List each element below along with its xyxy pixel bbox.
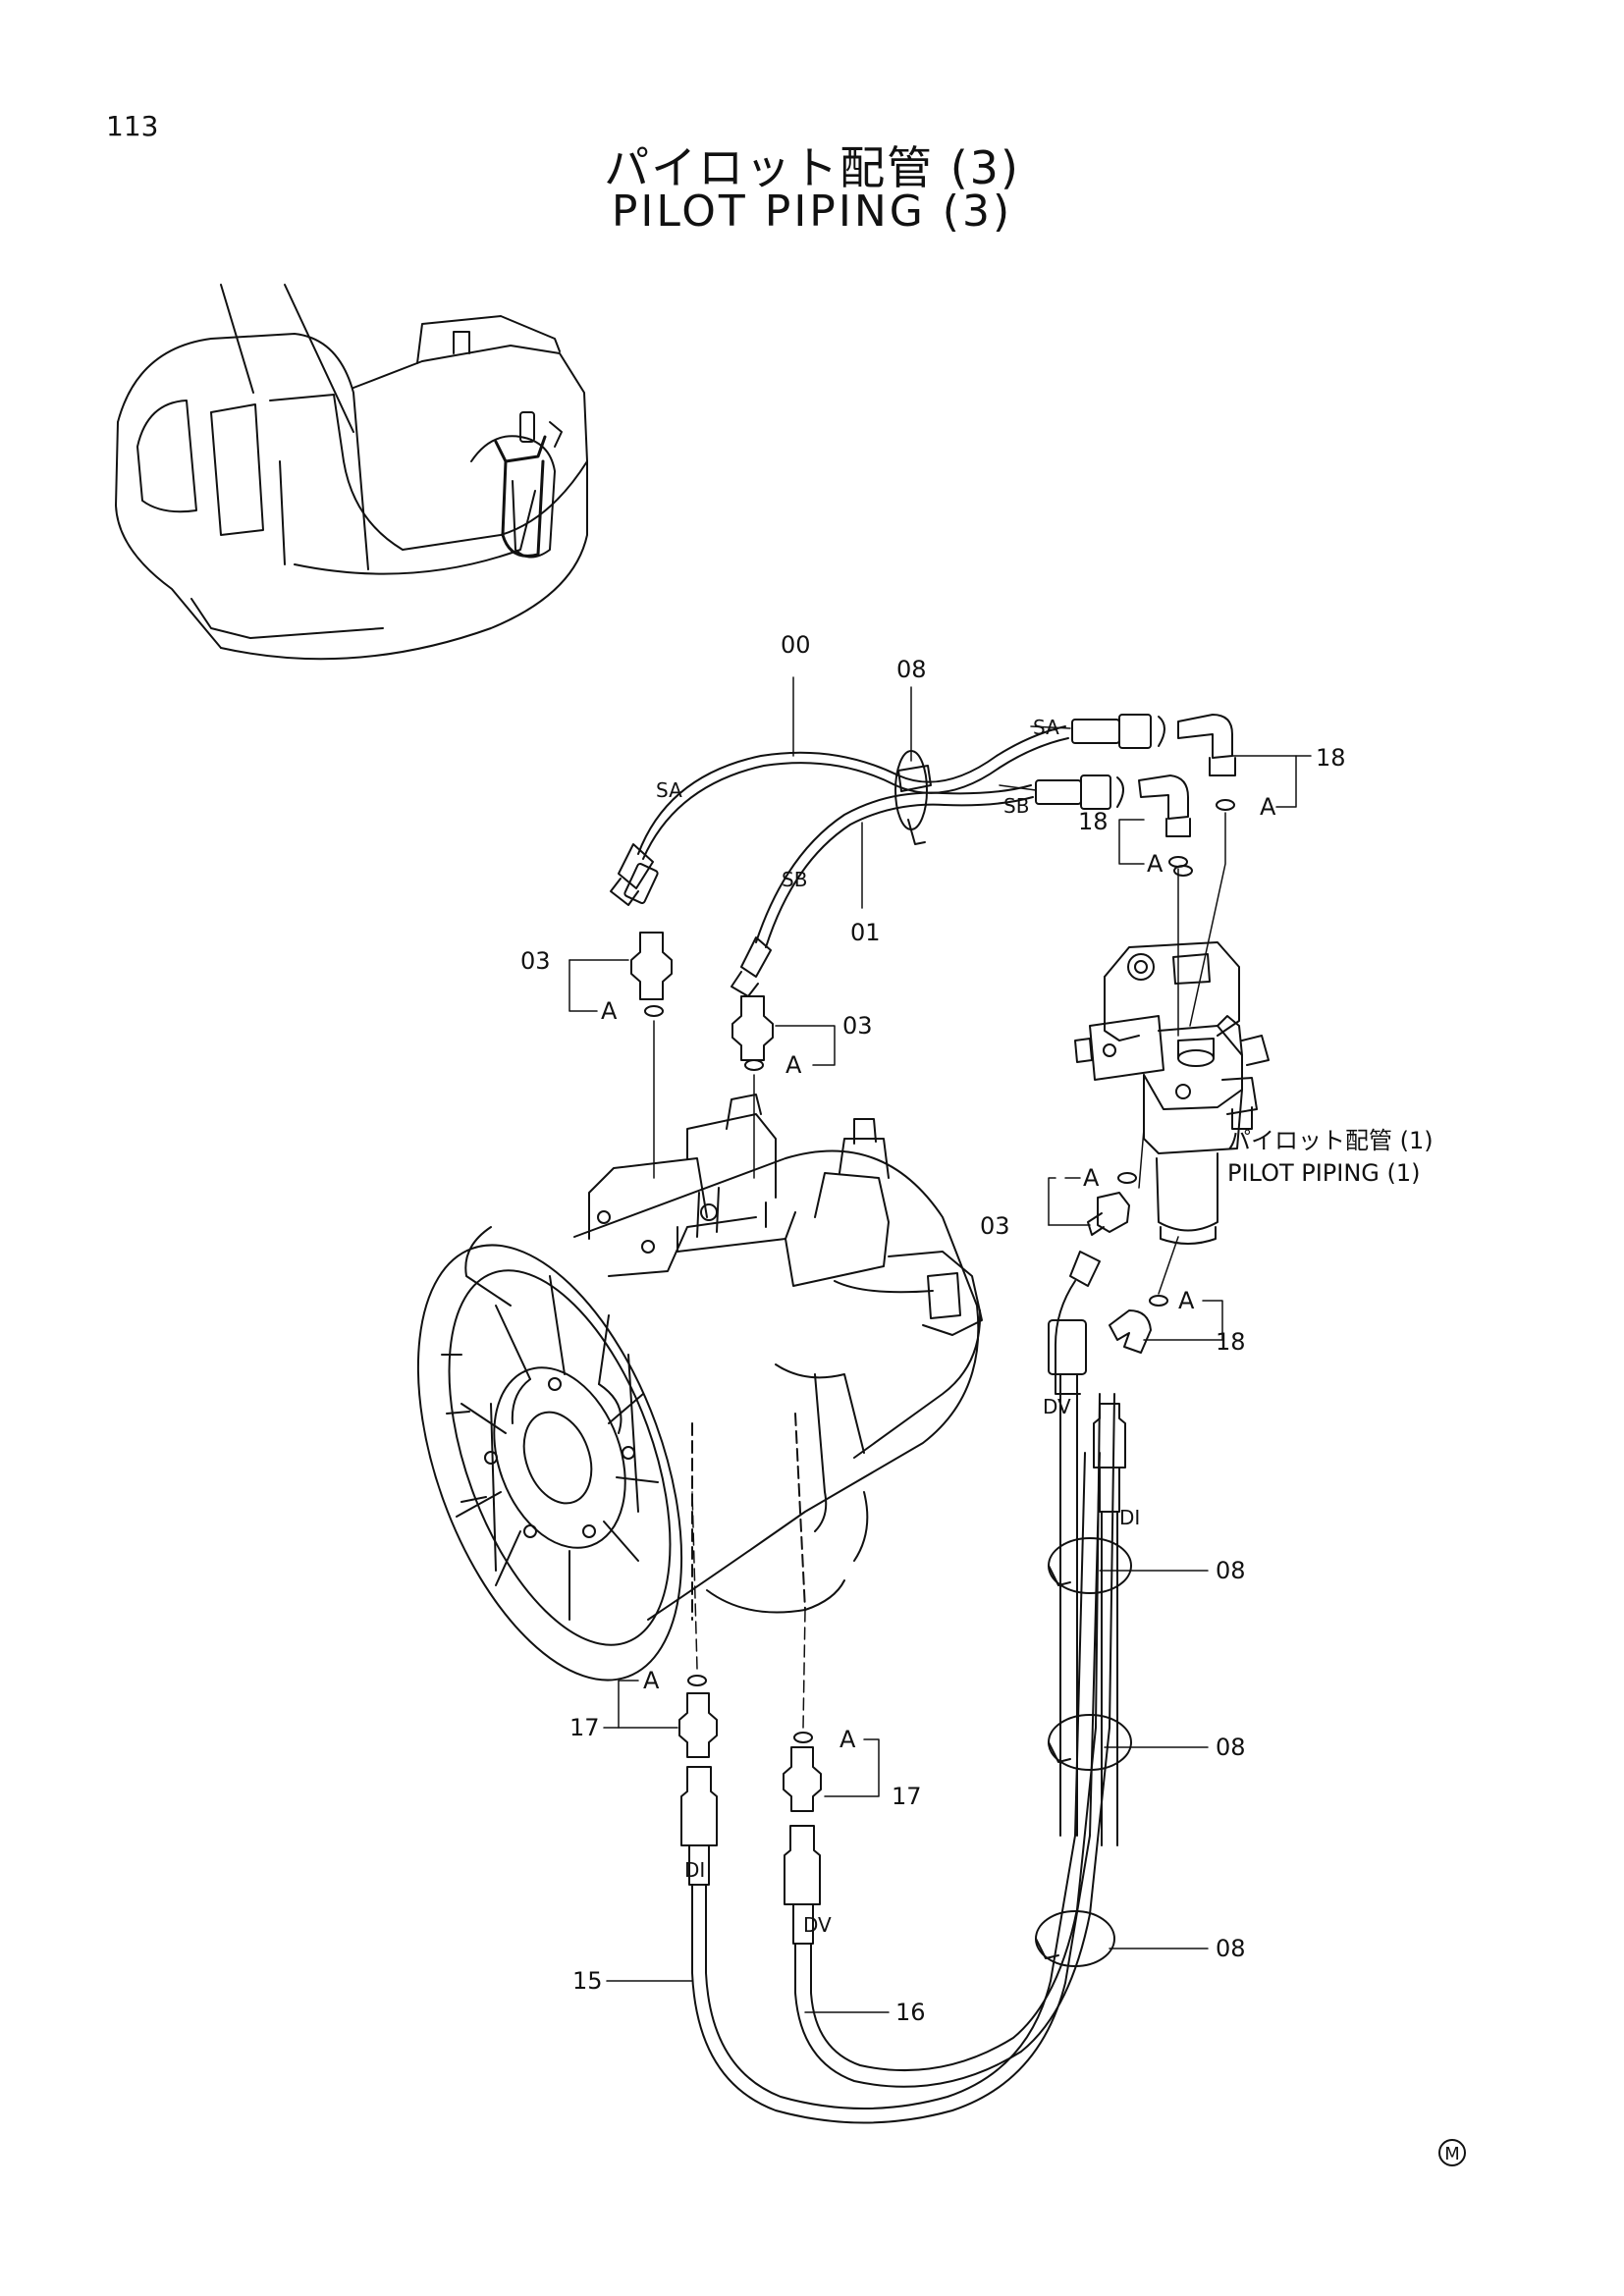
mark-a-8: A <box>839 1726 856 1753</box>
callout-03-left: 03 <box>520 947 551 975</box>
callout-15: 15 <box>572 1967 603 1995</box>
hose-dv-upper <box>1048 1251 1101 1837</box>
page-title-japanese: パイロット配管 (3) <box>604 141 1020 194</box>
callout-18-low: 18 <box>1216 1328 1246 1356</box>
hose-label-dv-upper: DV <box>1043 1395 1071 1418</box>
callout-16: 16 <box>895 1999 926 2026</box>
hose-01-sb <box>731 774 1124 997</box>
elbow-fittings-18-top <box>1138 714 1236 837</box>
pilot-valve-block <box>1074 941 1270 1245</box>
hose-label-sb-right: SB <box>1003 794 1029 818</box>
mark-a-1: A <box>1260 793 1276 821</box>
hose-00-sa <box>610 714 1165 906</box>
callout-leaders <box>568 676 1312 2013</box>
hose-label-di-upper: DI <box>1119 1506 1140 1529</box>
page-number: 113 <box>106 110 159 142</box>
callout-08-c: 08 <box>1216 1935 1246 1962</box>
adapter-fittings-03 <box>630 932 1130 1236</box>
mark-a-7: A <box>643 1667 660 1694</box>
callout-08-a: 08 <box>1216 1557 1246 1584</box>
footer-mark-symbol: M <box>1438 2139 1466 2166</box>
hose-16-dv <box>784 1393 1115 2088</box>
mark-a-3: A <box>601 997 618 1025</box>
callout-08-b: 08 <box>1216 1734 1246 1761</box>
page-title-english: PILOT PIPING (3) <box>611 187 1013 237</box>
callout-labels: 00 08 01 18 18 03 03 03 18 08 08 08 17 1… <box>520 631 1434 2026</box>
o-rings <box>644 799 1235 1743</box>
fittings-17 <box>678 1692 822 1812</box>
machine-overview-illustration <box>115 284 588 661</box>
elbow-fitting-18-lower <box>1109 1309 1152 1354</box>
mark-a-6: A <box>1178 1287 1195 1314</box>
hose-15-di <box>680 1452 1101 2124</box>
hose-label-dv-lower: DV <box>803 1913 832 1937</box>
callout-17-left: 17 <box>569 1714 600 1741</box>
callout-18-top: 18 <box>1316 744 1346 772</box>
hose-di-upper <box>1093 1403 1126 1846</box>
clamp-08-top <box>894 750 932 845</box>
mark-a-2: A <box>1147 850 1164 878</box>
mark-a-4: A <box>785 1051 802 1079</box>
footer-mark-letter: M <box>1444 2144 1460 2164</box>
hose-label-di-lower: DI <box>684 1858 705 1882</box>
reference-note-en: PILOT PIPING (1) <box>1227 1159 1421 1187</box>
hose-label-sa-right: SA <box>1033 716 1059 739</box>
pump-assembly <box>416 1094 983 1682</box>
clamps-08-lower <box>1035 1537 1132 1967</box>
callout-01: 01 <box>850 919 881 946</box>
hose-label-sb-left: SB <box>782 868 807 891</box>
mark-a-5: A <box>1083 1164 1100 1192</box>
callout-03-mid: 03 <box>842 1012 873 1040</box>
callout-18-mid: 18 <box>1078 808 1109 835</box>
callout-08-top: 08 <box>896 656 927 683</box>
reference-note-ja: パイロット配管 (1) <box>1227 1127 1434 1154</box>
callout-17-right: 17 <box>892 1783 922 1810</box>
callout-03-right: 03 <box>980 1212 1010 1240</box>
hose-label-sa-left: SA <box>656 778 682 802</box>
callout-00: 00 <box>781 631 811 659</box>
